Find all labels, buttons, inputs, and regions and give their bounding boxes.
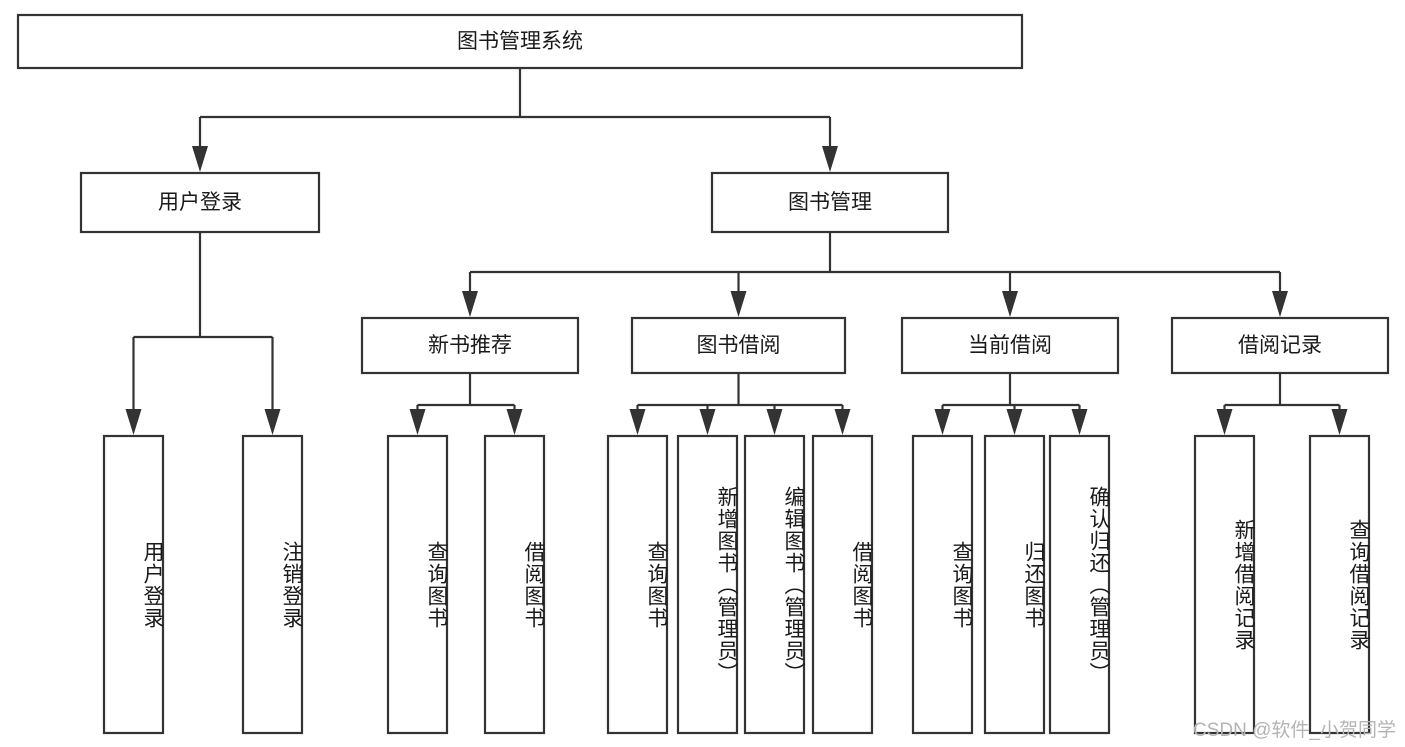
arrow-head-icon xyxy=(409,409,426,435)
node-box-leaf-return-book[interactable] xyxy=(983,434,1046,735)
connector-layer xyxy=(125,68,1348,435)
node-box-leaf-query-book-2[interactable] xyxy=(606,434,669,735)
node-box-leaf-logout[interactable] xyxy=(241,434,304,735)
arrow-head-icon xyxy=(822,146,838,172)
node-box-leaf-borrow-book-2[interactable] xyxy=(811,434,874,735)
arrow-head-icon xyxy=(1216,409,1233,435)
arrow-head-icon xyxy=(1071,409,1088,435)
arrow-head-icon xyxy=(462,291,478,317)
arrow-head-icon xyxy=(506,409,523,435)
node-box-current-borrow[interactable] xyxy=(900,316,1120,375)
node-label-book-manage: 图书管理 xyxy=(788,191,872,214)
node-box-leaf-query-record[interactable] xyxy=(1308,434,1371,735)
node-box-user-login[interactable] xyxy=(79,171,321,234)
node-label-user-login: 用户登录 xyxy=(158,191,242,214)
node-box-borrow-record[interactable] xyxy=(1170,316,1390,375)
arrow-head-icon xyxy=(730,291,747,317)
node-box-layer xyxy=(16,13,1390,735)
node-box-leaf-add-book[interactable] xyxy=(676,434,739,735)
arrow-head-icon xyxy=(192,146,208,172)
arrow-head-icon xyxy=(1331,409,1348,435)
node-box-leaf-confirm-return[interactable] xyxy=(1048,434,1111,735)
node-box-leaf-user-login[interactable] xyxy=(102,434,165,735)
node-box-leaf-borrow-book-1[interactable] xyxy=(483,434,546,735)
node-box-leaf-add-record[interactable] xyxy=(1193,434,1256,735)
node-box-root[interactable] xyxy=(16,13,1024,70)
node-box-book-borrow[interactable] xyxy=(630,316,847,375)
arrow-head-icon xyxy=(1272,291,1288,317)
node-box-new-book-rec[interactable] xyxy=(360,316,580,375)
node-box-leaf-query-book-1[interactable] xyxy=(386,434,449,735)
node-label-new-book-rec: 新书推荐 xyxy=(428,334,512,357)
node-label-current-borrow: 当前借阅 xyxy=(968,334,1052,357)
node-label-root: 图书管理系统 xyxy=(457,30,583,53)
arrow-head-icon xyxy=(629,409,646,435)
arrow-head-icon xyxy=(1002,291,1018,317)
arrow-head-icon xyxy=(1006,409,1023,435)
node-label-borrow-record: 借阅记录 xyxy=(1238,334,1322,357)
node-box-book-manage[interactable] xyxy=(710,171,950,234)
arrow-head-icon xyxy=(766,409,783,435)
node-label-book-borrow: 图书借阅 xyxy=(697,334,781,357)
watermark-text: CSDN @软件_小贺同学 xyxy=(1193,720,1396,741)
arrow-head-icon xyxy=(934,409,951,435)
node-box-leaf-edit-book[interactable] xyxy=(743,434,806,735)
arrow-head-icon xyxy=(699,409,716,435)
arrow-head-icon xyxy=(264,409,281,435)
node-box-leaf-query-book-3[interactable] xyxy=(911,434,974,735)
arrow-head-icon xyxy=(834,409,851,435)
arrow-head-icon xyxy=(125,409,142,435)
